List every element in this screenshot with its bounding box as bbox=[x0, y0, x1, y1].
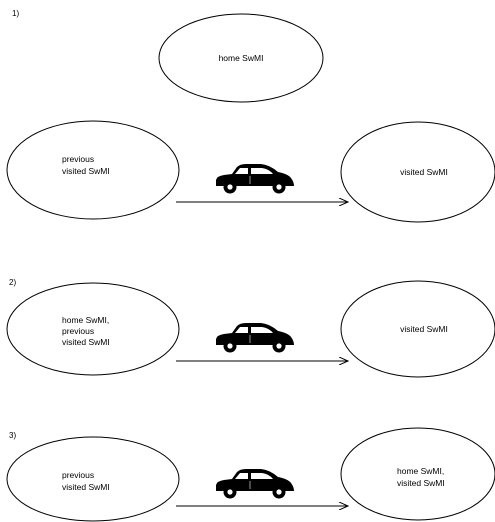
car-icon bbox=[215, 468, 295, 499]
step-1-number: 1) bbox=[12, 9, 19, 18]
step-2-number: 2) bbox=[9, 278, 16, 287]
car-icon bbox=[215, 322, 295, 353]
previous-visited-swmi-label-line1: previous bbox=[62, 154, 94, 164]
step-3: 3) previous visited SwMI home SwMI, visi… bbox=[6, 427, 495, 522]
visited-swmi-label: visited SwMI bbox=[400, 324, 448, 334]
home-previous-visited-swmi-node bbox=[6, 282, 180, 376]
car-icon bbox=[215, 163, 295, 194]
previous-visited-swmi-node bbox=[6, 120, 180, 220]
visited-swmi-node bbox=[340, 121, 495, 223]
previous-visited-swmi-node bbox=[6, 436, 180, 522]
home-previous-label-line3: visited SwMI bbox=[62, 337, 110, 347]
visited-swmi-node bbox=[340, 280, 495, 378]
home-swmi-label: home SwMI bbox=[219, 53, 264, 63]
home-previous-label-line1: home SwMI, bbox=[62, 315, 109, 325]
visited-swmi-label: visited SwMI bbox=[400, 167, 448, 177]
step-2: 2) home SwMI, previous visited SwMI visi… bbox=[6, 278, 495, 378]
previous-visited-swmi-label-line2: visited SwMI bbox=[62, 166, 110, 176]
home-swmi-node bbox=[158, 13, 324, 103]
home-visited-label-line1: home SwMI, bbox=[397, 466, 444, 476]
previous-visited-swmi-label-line1: previous bbox=[62, 470, 94, 480]
step-3-number: 3) bbox=[9, 431, 16, 440]
previous-visited-swmi-label-line2: visited SwMI bbox=[62, 482, 110, 492]
step-1: 1) home SwMI previous visited SwMI visit… bbox=[6, 9, 495, 223]
home-previous-label-line2: previous bbox=[62, 326, 94, 336]
home-visited-swmi-node bbox=[340, 427, 495, 521]
home-visited-label-line2: visited SwMI bbox=[397, 478, 445, 488]
